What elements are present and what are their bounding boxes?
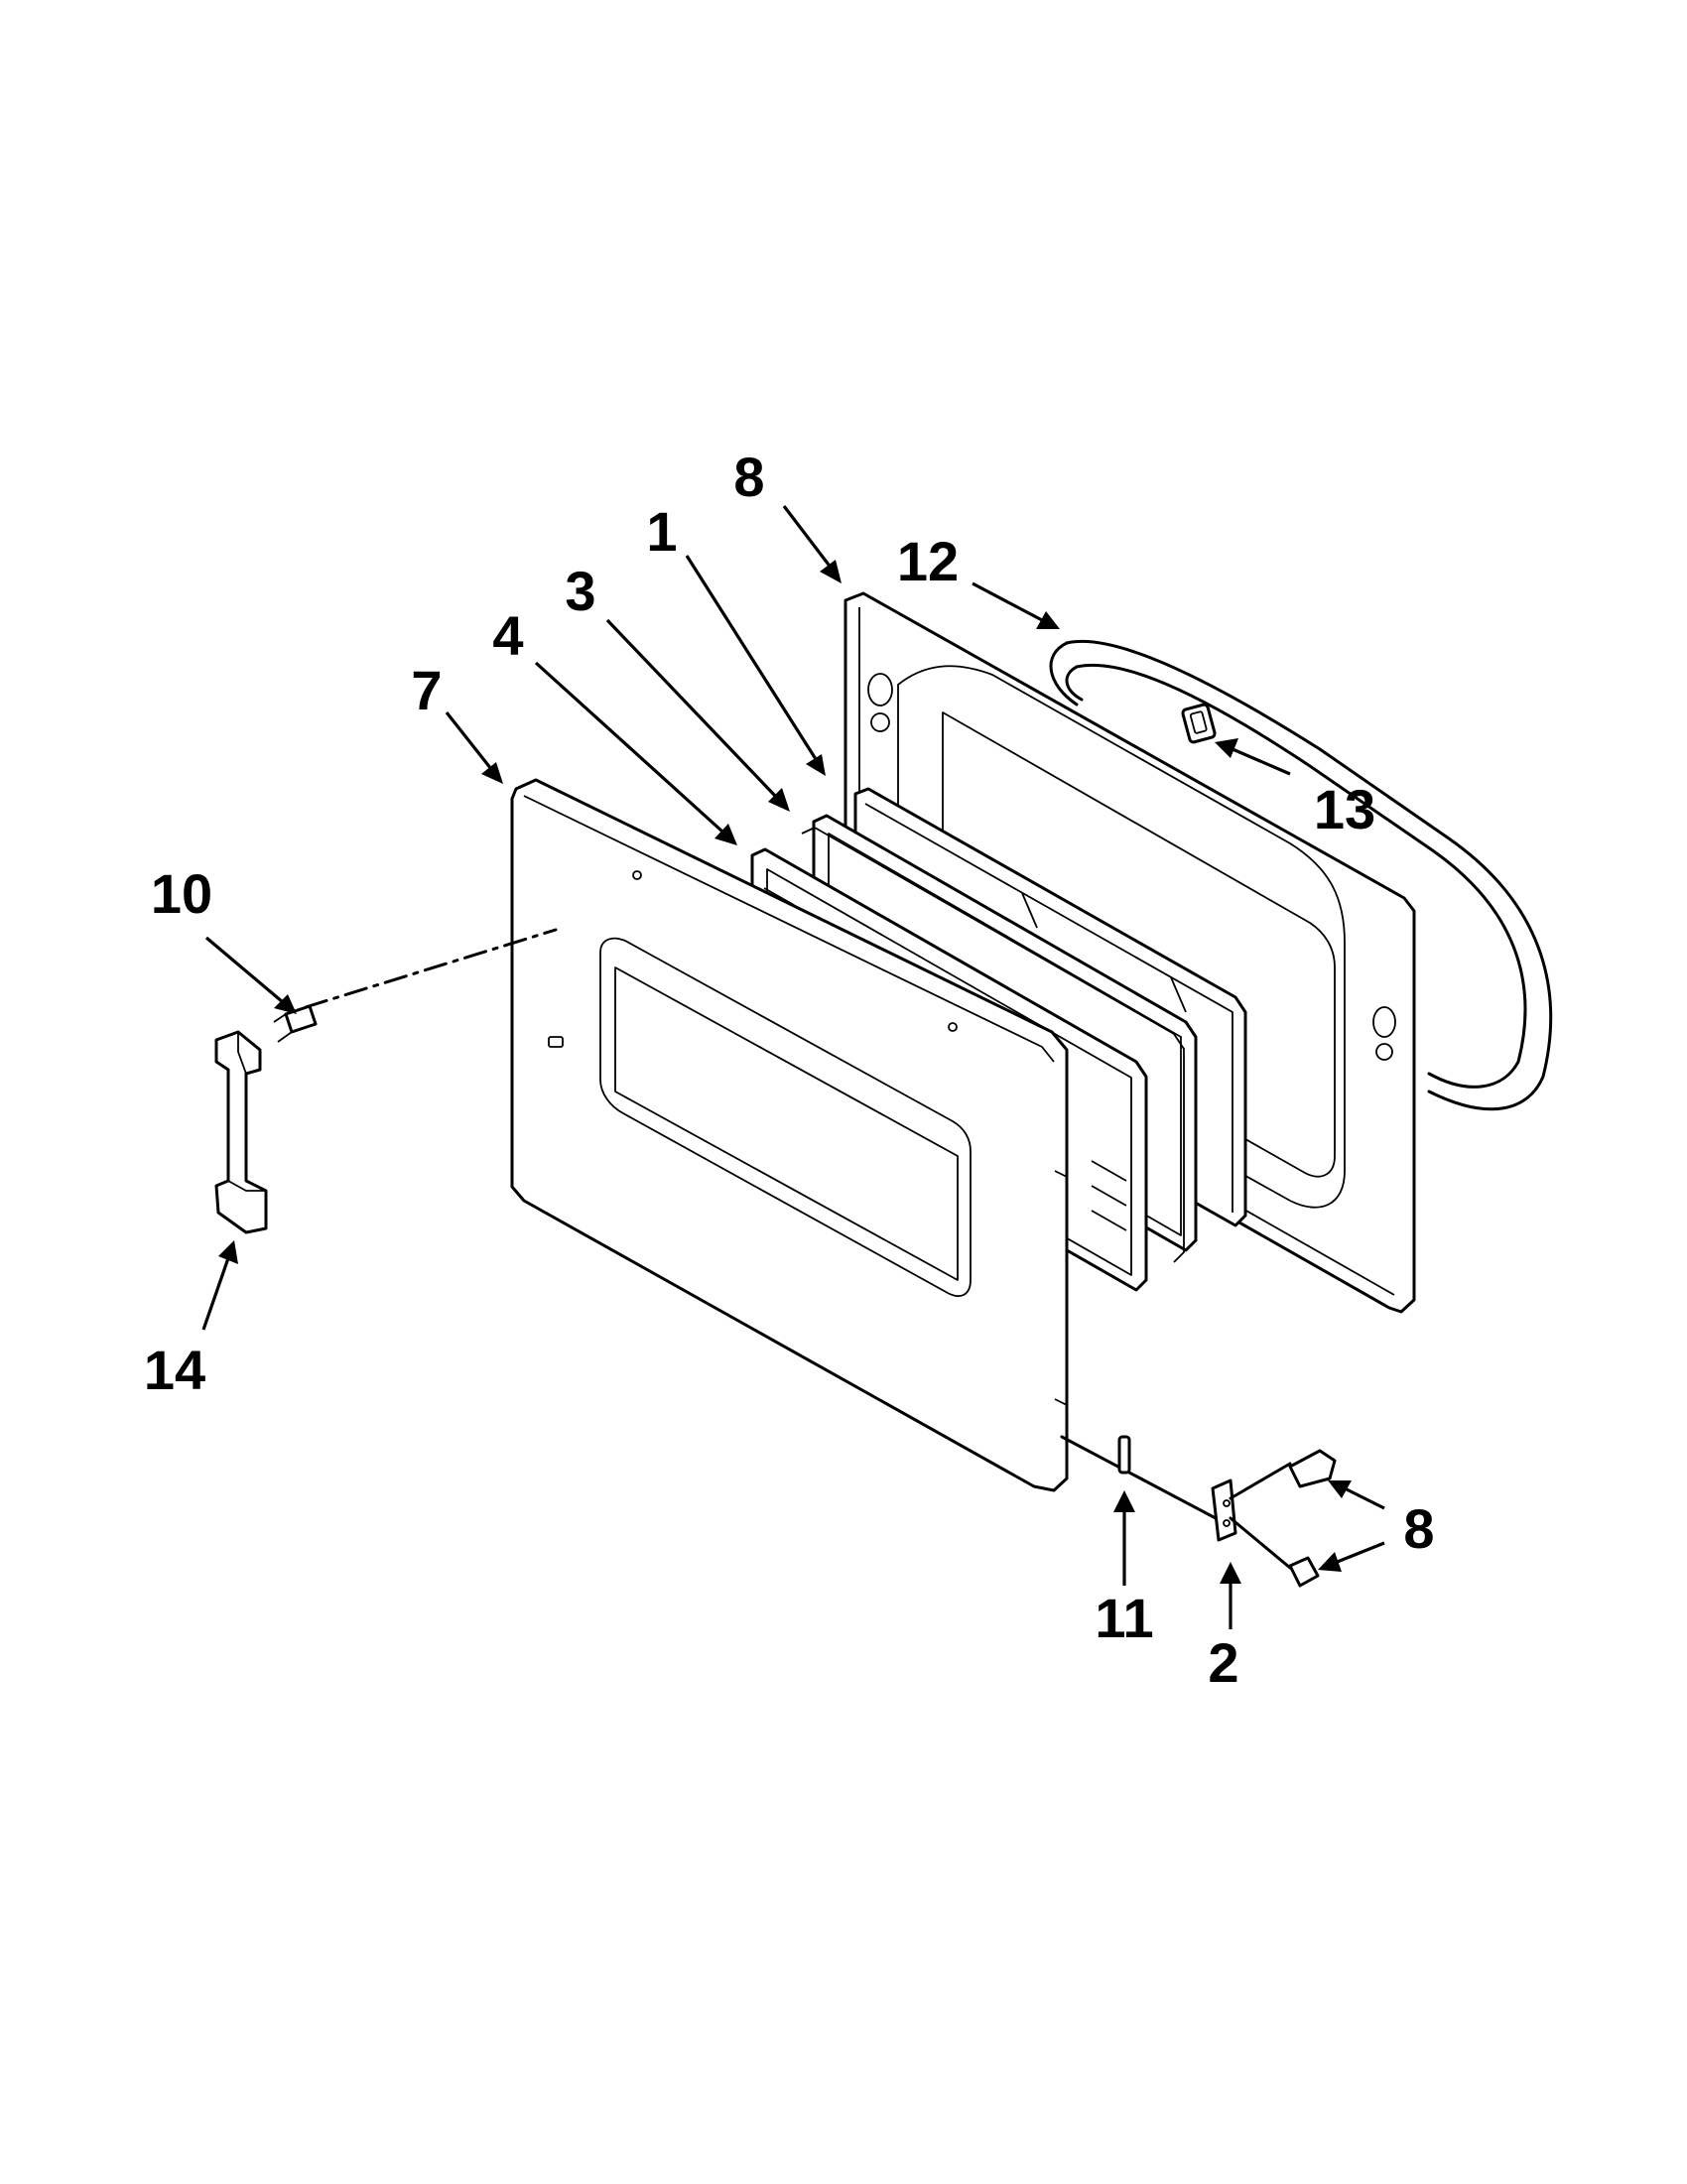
callout-4: 4 xyxy=(492,604,523,667)
part-12-door-seal xyxy=(1049,639,1553,1111)
callout-11: 11 xyxy=(1095,1587,1153,1649)
part-14-door-handle xyxy=(214,1030,268,1234)
part-8-hinge-screws xyxy=(1229,1449,1337,1588)
part-11-hinge-pin xyxy=(1060,1435,1218,1520)
part-2-hinge-bracket xyxy=(1211,1478,1237,1542)
callout-14: 14 xyxy=(144,1339,205,1401)
callout-7: 7 xyxy=(411,659,442,721)
part-13-door-clip xyxy=(1181,703,1217,744)
callout-6: 8 xyxy=(733,446,764,508)
callout-3: 3 xyxy=(565,560,595,622)
callout-13: 13 xyxy=(1314,778,1375,840)
callout-1: 1 xyxy=(646,500,677,563)
callout-12: 12 xyxy=(897,530,959,592)
callout-2: 2 xyxy=(1208,1631,1238,1694)
leader-arrows xyxy=(201,505,1385,1629)
part-7-outer-door-panel xyxy=(510,778,1069,1492)
callout-10: 10 xyxy=(151,862,212,925)
callout-8: 8 xyxy=(1403,1497,1434,1560)
